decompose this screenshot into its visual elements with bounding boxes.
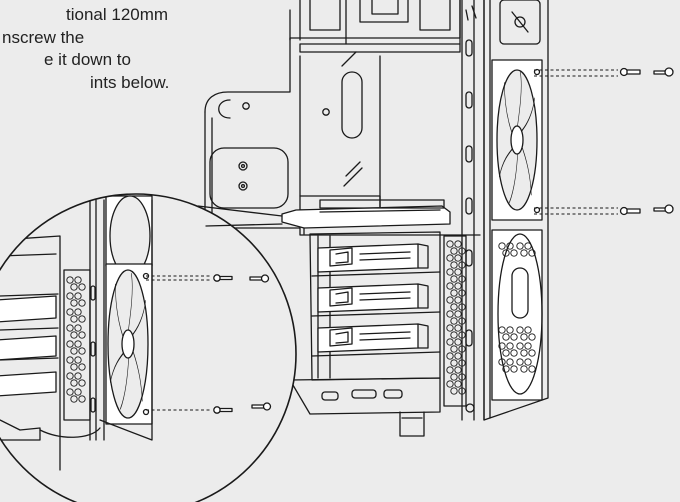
- front-fan-top: [491, 59, 543, 221]
- screw-icon: [619, 206, 641, 216]
- zoom-detail-callout: [0, 193, 297, 502]
- screw-icon: [251, 402, 272, 411]
- pc-case: [204, 0, 549, 437]
- instruction-line-1: tional 120mm: [66, 5, 169, 24]
- screw-guides-main: [534, 69, 618, 215]
- instruction-line-2: nscrew the: [2, 27, 85, 47]
- instruction-text: tional 120mm nscrew the e it down to int…: [0, 4, 200, 94]
- screw-icon: [653, 204, 674, 214]
- screw-icon: [619, 67, 641, 77]
- screw-icon: [249, 274, 270, 283]
- instruction-line-3: e it down to: [44, 50, 131, 69]
- screw-icon: [653, 67, 674, 77]
- screw-icon: [213, 274, 233, 282]
- screw-icon: [213, 406, 233, 414]
- instruction-line-4: ints below.: [90, 72, 170, 92]
- front-fan-bottom: [491, 229, 543, 401]
- drive-cage: [309, 231, 441, 381]
